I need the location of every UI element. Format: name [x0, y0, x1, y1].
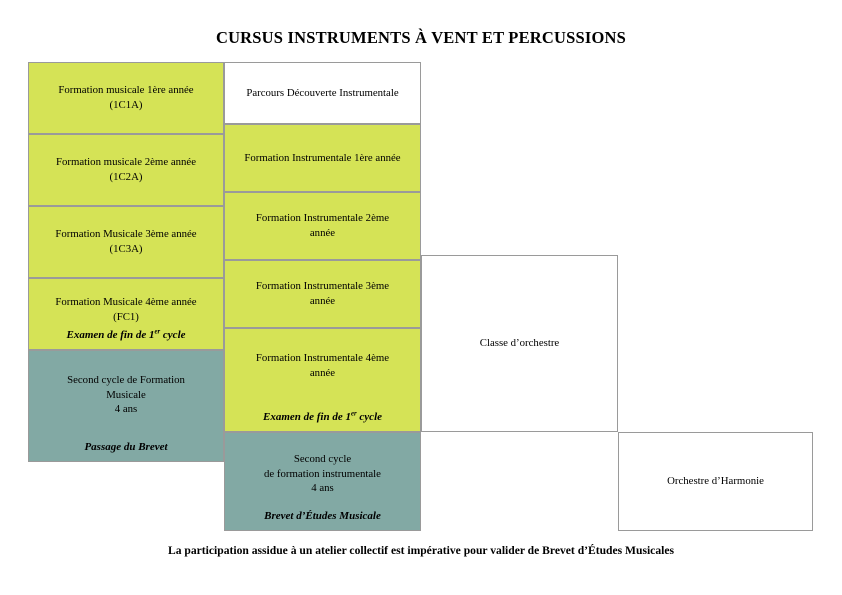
cell-formation-musicale-1: Formation musicale 1ère année (1C1A)	[28, 62, 224, 134]
cell-line: Formation Instrumentale 4ème	[255, 352, 390, 364]
note-tail: cycle	[356, 411, 383, 424]
note-superscript: er	[350, 410, 357, 418]
cell-classe-orchestre: Classe d’orchestre	[421, 255, 618, 432]
cell-formation-instrumentale-1: Formation Instrumentale 1ère année	[224, 124, 421, 192]
cell-second-cycle-formation-instrumentale: Second cycle de formation instrumentale …	[224, 432, 421, 531]
cell-line: Second cycle	[293, 453, 352, 465]
cell-line: (1C3A)	[109, 243, 143, 255]
cell-line: (1C2A)	[109, 171, 143, 183]
note-superscript: er	[154, 328, 161, 336]
cell-formation-instrumentale-4: Formation Instrumentale 4ème année Exame…	[224, 328, 421, 432]
note-base: Examen de fin de 1	[66, 329, 155, 342]
page-title: CURSUS INSTRUMENTS À VENT ET PERCUSSIONS	[215, 28, 627, 47]
cell-note-exam-fin-cycle: Examen de fin de 1er cycle	[66, 328, 185, 343]
cell-line: 4 ans	[114, 403, 138, 416]
cell-formation-musicale-4: Formation Musicale 4ème année (FC1) Exam…	[28, 278, 224, 350]
cell-formation-instrumentale-2: Formation Instrumentale 2ème année	[224, 192, 421, 260]
cell-line: Musicale	[106, 388, 146, 401]
cell-line: année	[309, 366, 336, 379]
cell-line: Formation musicale 2ème année	[55, 156, 196, 169]
cell-formation-musicale-2: Formation musicale 2ème année (1C2A)	[28, 134, 224, 206]
cell-second-cycle-formation-musicale: Second cycle de Formation Musicale 4 ans…	[28, 350, 224, 462]
cell-orchestre-harmonie: Orchestre d’Harmonie	[618, 432, 813, 531]
cell-line: de formation instrumentale	[264, 467, 381, 480]
cell-line: année	[309, 227, 336, 239]
cell-parcours-decouverte-instrumentale: Parcours Découverte Instrumentale	[224, 62, 421, 124]
cell-note-brevet-etudes-musicale: Brevet d’Études Musicale	[264, 510, 381, 523]
cell-line: Formation musicale 1ère année	[58, 84, 194, 97]
cell-line: Parcours Découverte Instrumentale	[246, 86, 399, 99]
cell-line: année	[309, 295, 336, 307]
cell-line: Formation Instrumentale 3ème	[255, 280, 390, 293]
cell-line: Formation Musicale 4ème année	[55, 296, 197, 308]
cell-line: Formation Instrumentale 2ème	[255, 212, 390, 225]
footer-note: La participation assidue à un atelier co…	[167, 544, 674, 557]
cell-line: (1C1A)	[109, 99, 143, 111]
note-base: Examen de fin de 1	[262, 411, 351, 424]
cell-line: Classe d’orchestre	[479, 337, 560, 350]
cell-line: Formation Instrumentale 1ère année	[244, 151, 401, 164]
cell-line: Second cycle de Formation	[67, 374, 185, 386]
cell-note-exam-fin-cycle: Examen de fin de 1er cycle	[263, 410, 382, 425]
cell-line: Orchestre d’Harmonie	[667, 475, 764, 488]
cell-line: 4 ans	[311, 482, 334, 495]
cell-formation-musicale-3: Formation Musicale 3ème année (1C3A)	[28, 206, 224, 278]
cell-line: (FC1)	[113, 310, 139, 323]
note-tail: cycle	[160, 329, 186, 342]
cell-formation-instrumentale-3: Formation Instrumentale 3ème année	[224, 260, 421, 328]
cell-line: Formation Musicale 3ème année	[55, 228, 197, 241]
cell-note-passage-brevet: Passage du Brevet	[84, 441, 168, 454]
